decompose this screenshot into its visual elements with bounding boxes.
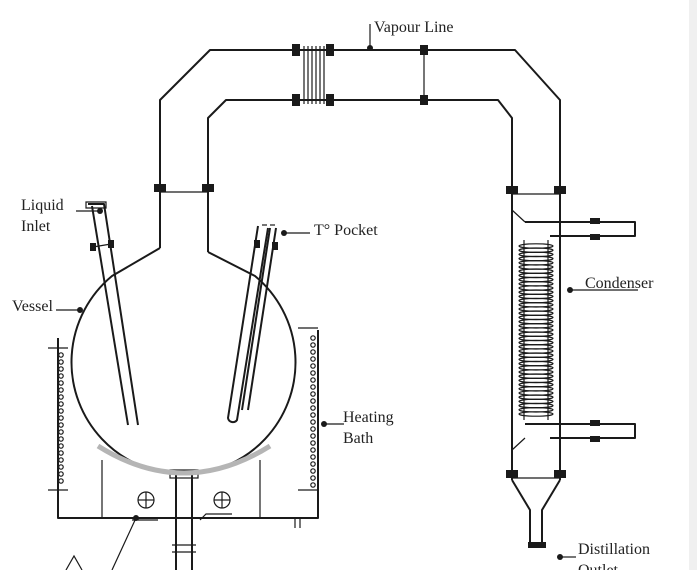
label-liquid-inlet-line2: Inlet (21, 218, 51, 235)
bellows-joint (292, 44, 334, 106)
condenser-unit (506, 209, 636, 548)
vessel-flask (70, 247, 297, 570)
label-heating-bath-line1: Heating (343, 409, 394, 426)
label-condenser: Condenser (585, 275, 654, 292)
coil-winding (518, 411, 554, 417)
label-t-pocket: T° Pocket (314, 222, 378, 239)
temperature-pocket-tube (227, 224, 278, 424)
label-liquid-inlet-line1: Liquid (21, 197, 64, 214)
label-vapour-line: Vapour Line (374, 19, 454, 36)
heating-bath (48, 327, 319, 570)
condenser-coil (518, 243, 554, 417)
label-distillation-outlet-line2: Outlet (578, 562, 619, 570)
heating-coil-right (310, 335, 316, 488)
label-leaders (56, 24, 638, 570)
warning-triangle-icon (65, 554, 83, 570)
label-vessel: Vessel (12, 298, 53, 315)
scrollbar[interactable] (689, 0, 697, 570)
label-distillation-outlet-line1: Distillation (578, 541, 650, 558)
heating-coil-left (58, 352, 64, 484)
liquid-inlet-tube (85, 201, 139, 426)
vapour-line-pipe (154, 45, 566, 480)
label-heating-bath-line2: Bath (343, 430, 373, 447)
